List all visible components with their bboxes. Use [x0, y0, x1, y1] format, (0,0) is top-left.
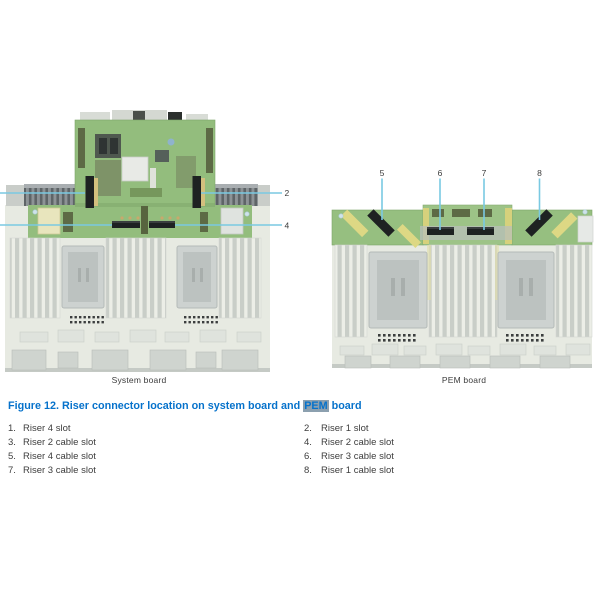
- riser-2-cable-slot-connector-left: [112, 221, 140, 228]
- legend-item-number: 6.: [304, 451, 312, 462]
- system-board-left-wing-connector: [6, 184, 75, 206]
- legend-item-number: 7.: [8, 465, 16, 476]
- legend-row-3: 5. Riser 4 cable slot 6. Riser 3 cable s…: [8, 449, 592, 463]
- system-board-bottom-connectors: [19, 329, 262, 343]
- callout-number-6: 6: [438, 168, 443, 178]
- callout-number-7: 7: [482, 168, 487, 178]
- riser-1-cable-slot-connector: [525, 209, 553, 237]
- pem-board-art: [331, 204, 594, 369]
- pem-board-cpu-socket-2: [497, 251, 555, 329]
- legend-item-label: Riser 3 cable slot: [23, 465, 96, 476]
- caption-text: Figure 12. Riser connector location on s…: [8, 400, 304, 412]
- system-board-art: [5, 110, 270, 372]
- legend-item-label: Riser 3 cable slot: [321, 451, 394, 462]
- legend-item-label: Riser 1 cable slot: [321, 465, 394, 476]
- pem-board-top-strip: [331, 204, 594, 249]
- riser-3-cable-slot-connector-right: [467, 227, 494, 235]
- legend-item-label: Riser 4 cable slot: [23, 451, 96, 462]
- riser-2-cable-slot-connector-right: [149, 221, 175, 228]
- riser-4-slot-connector: [85, 176, 98, 208]
- riser-location-illustration: 2 4 5 6 7 8: [0, 110, 594, 372]
- legend-item-label: Riser 1 slot: [321, 423, 369, 434]
- legend-item-number: 3.: [8, 437, 16, 448]
- system-board-top-section: [28, 119, 252, 238]
- legend-row-2: 3. Riser 2 cable slot 4. Riser 2 cable s…: [8, 435, 592, 449]
- riser-1-slot-connector: [192, 176, 205, 208]
- legend-item-label: Riser 2 cable slot: [23, 437, 96, 448]
- pem-board-cpu-socket-1: [368, 251, 428, 329]
- legend-item-number: 2.: [304, 423, 312, 434]
- system-board-cpu-socket-2: [176, 245, 218, 309]
- caption-text-suffix: board: [328, 400, 362, 412]
- pem-board-dimm-slots: [334, 244, 593, 338]
- riser-4-cable-slot-connector: [367, 209, 395, 237]
- pem-board-pin-dots: [378, 334, 544, 342]
- system-board-label: System board: [111, 375, 167, 385]
- legend-item-label: Riser 2 cable slot: [321, 437, 394, 448]
- system-board-bottom-blocks: [11, 349, 259, 371]
- figure-legend: 1. Riser 4 slot 2. Riser 1 slot 3. Riser…: [8, 421, 592, 477]
- legend-item-number: 4.: [304, 437, 312, 448]
- pem-board-bottom-blocks: [344, 355, 571, 369]
- system-board-pin-dots: [70, 316, 218, 324]
- pem-board-bottom-connectors: [339, 343, 591, 356]
- caption-highlight-pem: PEM: [303, 400, 329, 412]
- callout-number-4: 4: [285, 221, 290, 231]
- figure-caption: Figure 12. Riser connector location on s…: [8, 400, 592, 412]
- system-board-cpu-socket-1: [61, 245, 105, 309]
- system-board-dimm-slots: [9, 237, 262, 319]
- callout-lines: [0, 178, 541, 230]
- legend-row-4: 7. Riser 3 cable slot 8. Riser 1 cable s…: [8, 463, 592, 477]
- callout-number-5: 5: [380, 168, 385, 178]
- callout-number-2: 2: [285, 188, 290, 198]
- legend-item-number: 5.: [8, 451, 16, 462]
- legend-item-number: 1.: [8, 423, 16, 434]
- legend-row-1: 1. Riser 4 slot 2. Riser 1 slot: [8, 421, 592, 435]
- callout-number-8: 8: [537, 168, 542, 178]
- pem-board-label: PEM board: [441, 375, 487, 385]
- legend-item-number: 8.: [304, 465, 312, 476]
- system-board-right-wing-connector: [214, 184, 270, 206]
- legend-item-label: Riser 4 slot: [23, 423, 71, 434]
